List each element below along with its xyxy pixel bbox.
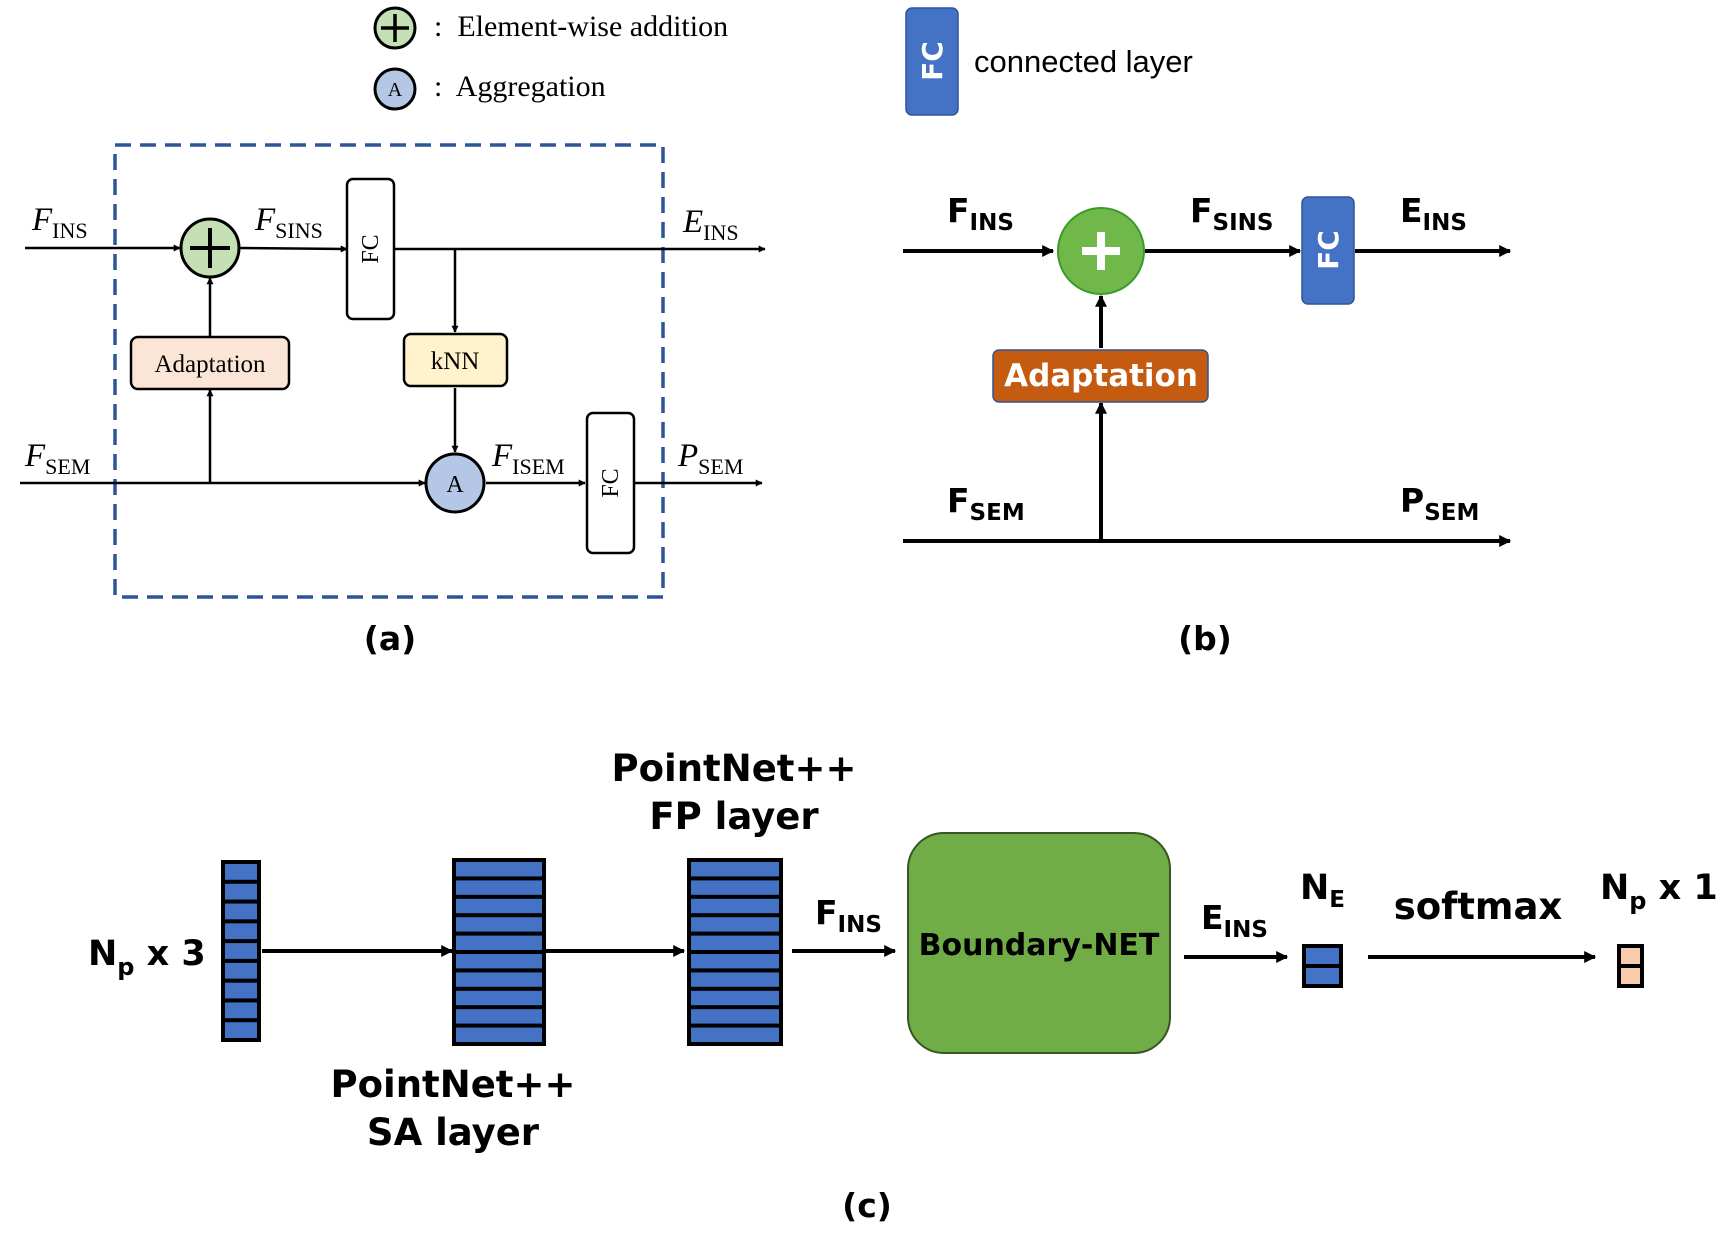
panel-a-fc-bottom: FC bbox=[585, 411, 636, 555]
sa-stack-cell bbox=[456, 935, 542, 950]
panel-b-add-node bbox=[1057, 207, 1145, 295]
panel-a-label-fsem: FSEM bbox=[24, 438, 90, 479]
fp-stack-cell bbox=[691, 990, 779, 1006]
input-stack-cell bbox=[225, 883, 257, 900]
sa-stack-cell bbox=[456, 862, 542, 877]
svg-text:Adaptation: Adaptation bbox=[154, 351, 266, 378]
panel-c-caption: (c) bbox=[842, 1186, 892, 1225]
sa-stack-cell bbox=[456, 972, 542, 987]
input-stack-cell bbox=[225, 943, 257, 959]
fp-layer-stack bbox=[687, 858, 783, 1046]
panel-b-label-psem: PSEM bbox=[1400, 481, 1479, 526]
panel-c-output-label: Np x 1 bbox=[1600, 868, 1718, 915]
fp-stack-cell bbox=[691, 972, 779, 987]
input-stack-cell bbox=[225, 1022, 257, 1038]
svg-text:FC: FC bbox=[916, 41, 949, 81]
legend: : Element-wise addition A : Aggregation … bbox=[373, 6, 1193, 116]
panel-a-label-eins: EINS bbox=[682, 204, 739, 245]
panel-c: Np x 3 PointNet++SA layer PointNet++FP l… bbox=[88, 747, 1718, 1225]
svg-text:FC: FC bbox=[1312, 230, 1345, 270]
panel-a-label-fisem: FISEM bbox=[491, 438, 565, 479]
legend-add-text: : Element-wise addition bbox=[434, 10, 728, 43]
fp-stack-cell bbox=[691, 880, 779, 895]
fp-stack-cell bbox=[691, 1009, 779, 1024]
sa-stack-cell bbox=[456, 990, 542, 1006]
input-stack bbox=[221, 860, 261, 1042]
panel-c-label-eins: EINS bbox=[1201, 898, 1268, 943]
panel-a: FC Adaptation kNN A FC FINS FSINS EINS F… bbox=[20, 143, 766, 658]
fp-stack-cell bbox=[691, 862, 779, 877]
input-stack-cell bbox=[225, 982, 257, 999]
panel-a-adaptation: Adaptation bbox=[129, 335, 291, 391]
panel-c-input-label: Np x 3 bbox=[88, 934, 206, 981]
panel-a-label-fins: FINS bbox=[31, 202, 88, 243]
sa-layer-label: PointNet++SA layer bbox=[331, 1063, 576, 1154]
svg-text:FC: FC bbox=[358, 234, 384, 263]
input-stack-cell bbox=[225, 1002, 257, 1019]
panel-a-add-node bbox=[179, 217, 241, 279]
legend-agg-text: : Aggregation bbox=[434, 70, 606, 103]
panel-b-label-fsins: FSINS bbox=[1190, 191, 1273, 236]
svg-text:A: A bbox=[446, 472, 464, 498]
final-output-cell bbox=[1617, 944, 1644, 988]
panel-b-label-fins: FINS bbox=[947, 191, 1014, 236]
fp-stack-cell bbox=[691, 935, 779, 950]
svg-text:Adaptation: Adaptation bbox=[1004, 358, 1198, 394]
panel-b: FC Adaptation FINS FSINS EINS FSEM PSEM … bbox=[903, 191, 1512, 658]
legend-agg-symbol: A bbox=[373, 67, 417, 111]
fp-stack-cell bbox=[691, 1027, 779, 1042]
panel-b-fc: FC bbox=[1301, 196, 1355, 305]
panel-b-adaptation: Adaptation bbox=[992, 349, 1209, 403]
softmax-label: softmax bbox=[1394, 885, 1563, 928]
input-stack-cell bbox=[225, 923, 257, 940]
panel-b-caption: (b) bbox=[1178, 619, 1232, 658]
svg-text:A: A bbox=[388, 79, 403, 101]
panel-b-label-fsem: FSEM bbox=[947, 481, 1025, 526]
ne-label: NE bbox=[1300, 868, 1345, 913]
legend-add-symbol bbox=[373, 6, 417, 50]
sa-stack-cell bbox=[456, 1027, 542, 1042]
sa-layer-stack bbox=[452, 858, 546, 1046]
ne-output-cell bbox=[1302, 944, 1343, 988]
legend-fc-symbol: FC bbox=[905, 7, 959, 116]
panel-a-label-psem: PSEM bbox=[677, 438, 743, 479]
panel-a-agg-node: A bbox=[424, 452, 486, 514]
panel-a-fc-top: FC bbox=[345, 177, 396, 321]
panel-a-caption: (a) bbox=[364, 619, 416, 658]
sa-stack-cell bbox=[456, 898, 542, 914]
panel-a-knn: kNN bbox=[402, 332, 509, 388]
panel-c-label-fins: FINS bbox=[815, 893, 882, 938]
panel-a-label-fsins: FSINS bbox=[254, 202, 323, 243]
svg-text:Boundary-NET: Boundary-NET bbox=[919, 928, 1160, 963]
fp-stack-cell bbox=[691, 917, 779, 932]
sa-stack-cell bbox=[456, 917, 542, 932]
input-stack-cell bbox=[225, 903, 257, 920]
legend-fc-text: connected layer bbox=[974, 44, 1193, 79]
svg-text:kNN: kNN bbox=[431, 348, 480, 375]
sa-stack-cell bbox=[456, 954, 542, 969]
panel-b-label-eins: EINS bbox=[1400, 191, 1467, 236]
svg-text:FC: FC bbox=[598, 468, 624, 497]
sa-stack-cell bbox=[456, 1009, 542, 1024]
fp-layer-label: PointNet++FP layer bbox=[612, 747, 857, 838]
fp-stack-cell bbox=[691, 898, 779, 914]
input-stack-cell bbox=[225, 864, 257, 880]
fp-stack-cell bbox=[691, 954, 779, 969]
input-stack-cell bbox=[225, 962, 257, 979]
sa-stack-cell bbox=[456, 880, 542, 895]
boundary-net-block: Boundary-NET bbox=[907, 832, 1171, 1054]
